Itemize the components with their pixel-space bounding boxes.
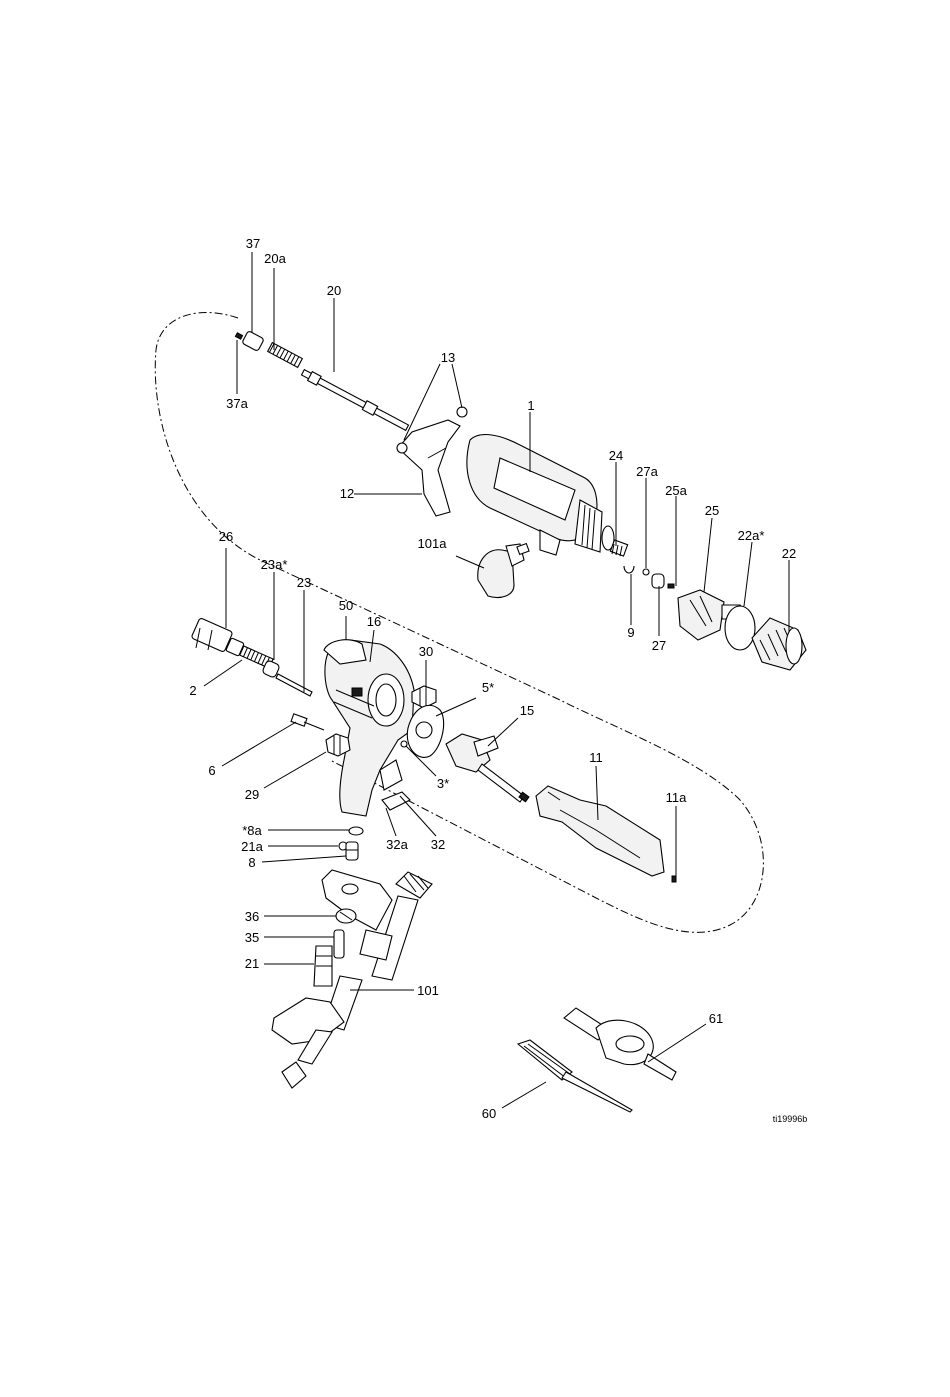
callout-15: 15 — [520, 703, 534, 718]
knob-36 — [336, 909, 356, 923]
callout-27a: 27a — [636, 464, 658, 479]
callout-8a: *8a — [242, 823, 262, 838]
callout-30: 30 — [419, 644, 433, 659]
callout-22a: 22a* — [738, 528, 765, 543]
callout-12: 12 — [340, 486, 354, 501]
handle-cover-11 — [536, 786, 676, 882]
callout-37a: 37a — [226, 396, 248, 411]
callout-37: 37 — [246, 236, 260, 251]
callout-3: 3* — [437, 776, 449, 791]
callout-36: 36 — [245, 909, 259, 924]
callout-20: 20 — [327, 283, 341, 298]
callout-24: 24 — [609, 448, 623, 463]
manifold-block — [322, 870, 392, 930]
callout-22: 22 — [782, 546, 796, 561]
callout-6: 6 — [208, 763, 215, 778]
callout-23a: 23a* — [261, 557, 288, 572]
callout-23: 23 — [297, 575, 311, 590]
callout-35: 35 — [245, 930, 259, 945]
valve-assembly-26 — [191, 618, 244, 657]
o-ring-8a — [349, 827, 363, 835]
callout-2: 2 — [189, 683, 196, 698]
callout-20a: 20a — [264, 251, 286, 266]
bottle-101a — [478, 544, 529, 598]
callout-21a: 21a — [241, 839, 263, 854]
callout-29: 29 — [245, 787, 259, 802]
callout-13: 13 — [441, 350, 455, 365]
trigger-pin-32 — [382, 792, 410, 810]
air-cap-nut-22 — [752, 618, 806, 670]
small-parts-front — [610, 540, 674, 588]
callout-21: 21 — [245, 956, 259, 971]
fitting-30 — [412, 686, 436, 708]
callout-61: 61 — [709, 1011, 723, 1026]
screw-6 — [291, 714, 324, 730]
figure-id: ti19996b — [773, 1114, 808, 1124]
callout-8: 8 — [248, 855, 255, 870]
pin-35 — [334, 930, 344, 958]
gun-body-16 — [324, 640, 414, 816]
callout-101: 101 — [417, 983, 439, 998]
callout-16: 16 — [367, 614, 381, 629]
callout-32: 32 — [431, 837, 445, 852]
callout-25: 25 — [705, 503, 719, 518]
callout-101a: 101a — [418, 536, 448, 551]
callout-25a: 25a — [665, 483, 687, 498]
callout-11a: 11a — [666, 790, 687, 805]
fitting-21 — [314, 946, 332, 986]
callout-5: 5* — [482, 680, 494, 695]
callout-60: 60 — [482, 1106, 496, 1121]
leader-lines — [204, 252, 789, 1108]
cartridge-15 — [446, 734, 529, 802]
callout-9: 9 — [627, 625, 634, 640]
callout-1: 1 — [527, 398, 534, 413]
callout-50: 50 — [339, 598, 353, 613]
fitting-8 — [346, 842, 358, 860]
callout-11: 11 — [589, 750, 603, 765]
trigger-12 — [397, 407, 467, 516]
callout-32a: 32a — [386, 837, 408, 852]
wrench-61 — [564, 1008, 676, 1080]
o-ring-22a — [725, 606, 755, 650]
callout-26: 26 — [219, 529, 233, 544]
gun-barrel-1 — [467, 435, 614, 555]
base-plate — [272, 998, 344, 1088]
needle-assembly — [235, 331, 409, 433]
callout-27: 27 — [652, 638, 666, 653]
